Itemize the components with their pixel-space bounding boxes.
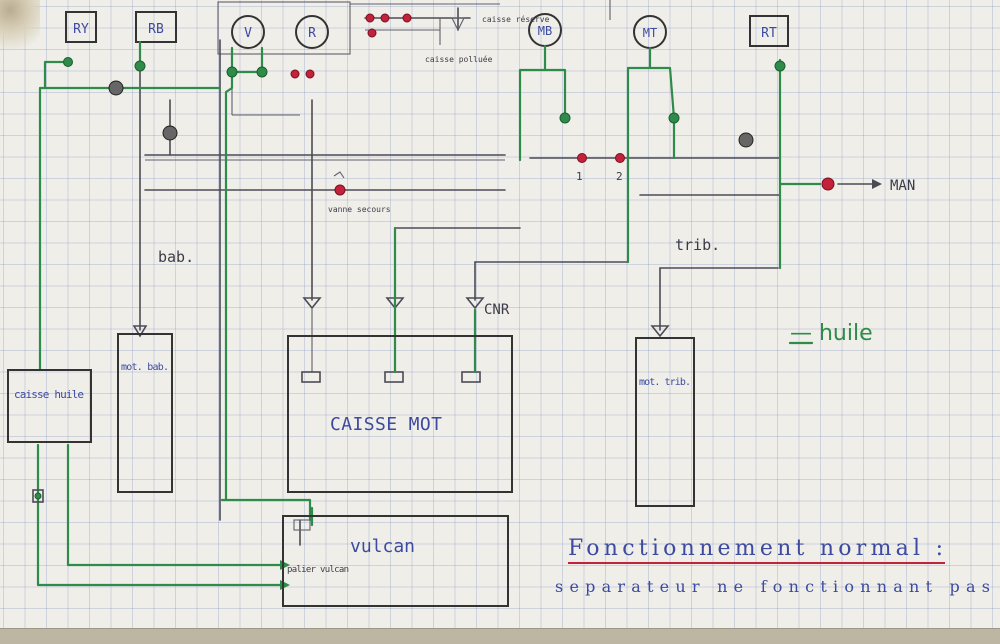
check-valve-rt xyxy=(738,132,754,148)
label-vanne-secours: vanne secours xyxy=(328,205,391,214)
label-cnr: CNR xyxy=(484,302,510,318)
label-palier-vulcan: palier vulcan xyxy=(287,565,349,575)
valve-man xyxy=(821,177,835,191)
valve-pollue-3 xyxy=(402,13,412,23)
mot-bab-box xyxy=(117,333,173,493)
label-bab: bab. xyxy=(158,248,194,266)
gauge-panel-frame xyxy=(217,1,351,55)
drain-plug xyxy=(32,489,44,503)
valve-secours xyxy=(334,184,346,196)
gauge-ry-label: RY xyxy=(73,22,89,37)
check-valve-rb xyxy=(162,125,178,141)
valve-r-left xyxy=(290,69,300,79)
label-tap-1: 1 xyxy=(576,170,583,183)
gauge-mb-label: MB xyxy=(538,24,552,38)
label-trib: trib. xyxy=(675,236,720,254)
valve-r-right xyxy=(305,69,315,79)
mot-trib-box xyxy=(635,337,695,507)
label-mot-trib: mot. trib. xyxy=(639,377,691,388)
oil-circuit-lines xyxy=(36,40,822,590)
valve-1 xyxy=(577,153,587,163)
gauge-rb: RB xyxy=(135,11,177,43)
valve-ry xyxy=(63,57,73,67)
label-man: MAN xyxy=(890,178,915,194)
label-vulcan: vulcan xyxy=(350,536,415,557)
valve-v-right xyxy=(256,66,268,78)
page-bottom-edge xyxy=(0,628,1000,644)
label-caisse-mot: CAISSE MOT xyxy=(330,414,442,435)
valve-v-left xyxy=(226,66,238,78)
legend-huile: — huile xyxy=(790,321,873,346)
gauge-rb-label: RB xyxy=(148,22,164,37)
valve-2 xyxy=(615,153,625,163)
caisse-huile-box xyxy=(7,369,92,443)
gauge-ry: RY xyxy=(65,11,97,43)
label-caisse-reserve: caisse réserve xyxy=(482,14,550,24)
arrow-palier-lower xyxy=(280,580,290,590)
page-subtitle: separateur ne fonctionnant pas xyxy=(555,577,990,596)
gauge-mt-label: MT xyxy=(643,26,657,40)
valve-rb xyxy=(134,60,146,72)
gauge-r: R xyxy=(295,15,329,49)
valve-pollue-4 xyxy=(367,28,377,38)
check-valve-bab xyxy=(108,80,124,96)
valve-rt xyxy=(774,60,786,72)
gauge-r-label: R xyxy=(308,26,316,41)
valve-pollue-1 xyxy=(365,13,375,23)
label-mot-bab: mot. bab. xyxy=(121,362,169,373)
label-tap-2: 2 xyxy=(616,170,623,183)
torn-corner xyxy=(0,0,40,60)
gauge-rt: RT xyxy=(749,15,789,47)
page-title: Fonctionnement normal : xyxy=(568,536,943,561)
gauge-rt-label: RT xyxy=(761,26,777,41)
caisse-mot-box xyxy=(287,335,513,493)
valve-mt xyxy=(668,112,680,124)
valve-mb xyxy=(559,112,571,124)
valve-pollue-2 xyxy=(380,13,390,23)
valves xyxy=(32,13,835,503)
valve-secours-handle xyxy=(333,171,345,179)
label-caisse-polluee: caisse polluée xyxy=(425,54,493,64)
gauge-v-label: V xyxy=(244,26,252,41)
label-caisse-huile: caisse huile xyxy=(14,388,84,401)
vulcan-box xyxy=(282,515,509,607)
gauge-v: V xyxy=(231,15,265,49)
gauge-mt: MT xyxy=(633,15,667,49)
